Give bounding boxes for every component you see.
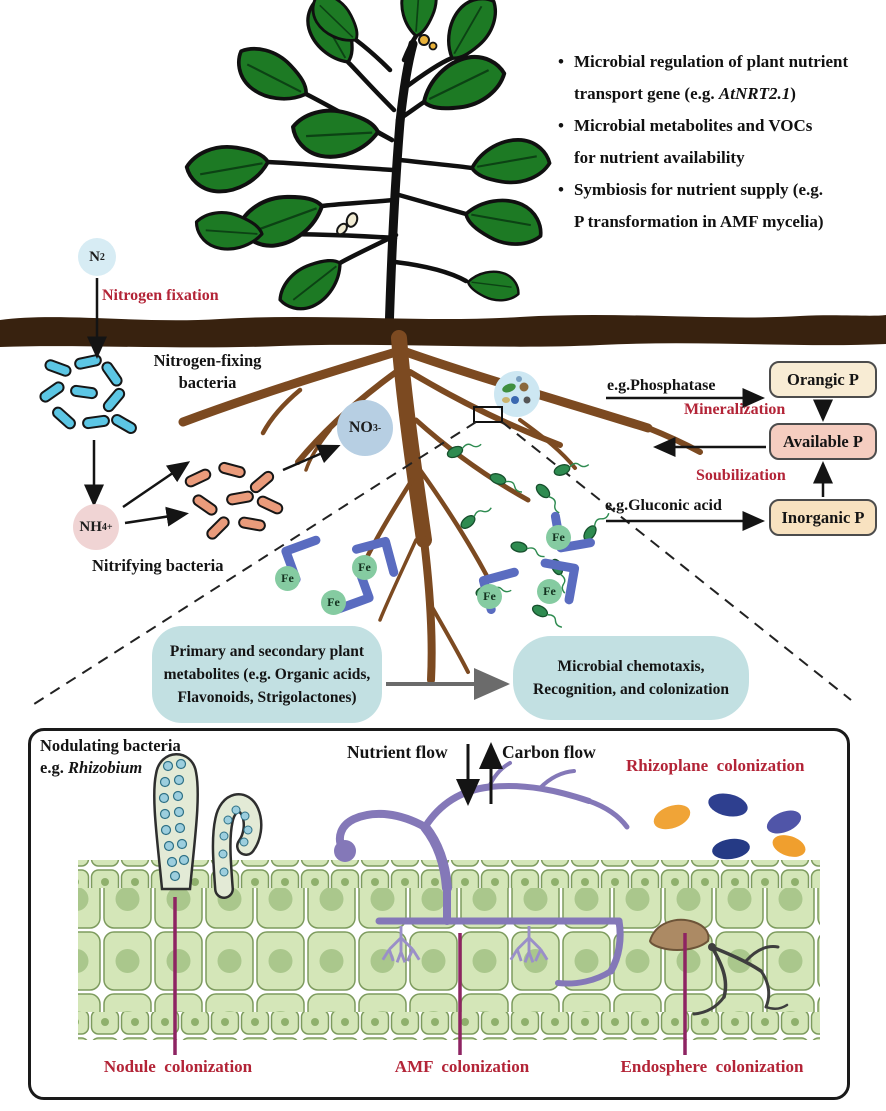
available-p-box: Available P: [769, 423, 877, 460]
phosphorus-cycle-arrows: [606, 388, 833, 531]
bullet-marker: •: [558, 52, 564, 71]
bullet-marker: •: [558, 180, 564, 199]
fe-badge: Fe: [537, 579, 562, 604]
nutrient-flow-label: Nutrient flow: [347, 742, 448, 762]
bullet-text: Symbiosis for nutrient supply (e.g.: [573, 180, 824, 199]
organic-p-box: Orangic P: [769, 361, 877, 398]
colonization-panel: [28, 728, 850, 1100]
nodule-colonization-label: Nodule colonization: [103, 1057, 253, 1076]
nitrifying-bacteria-label: Nitrifying bacteria: [92, 556, 224, 575]
soil-band: [0, 315, 886, 348]
flower-bud-icon: [336, 212, 359, 236]
metabolites-box: Primary and secondary plant metabolites …: [152, 626, 382, 723]
nitrogen-fixing-bacteria-cluster: [37, 353, 139, 436]
bullet-text: P transformation in AMF mycelia): [573, 212, 824, 231]
solubilization-label: Soubilization: [696, 467, 786, 484]
nodulating-bacteria-label: Nodulating bacteria e.g. Rhizobium: [40, 736, 181, 778]
amf-spore: [334, 840, 356, 862]
fe-badge: Fe: [352, 555, 377, 580]
nitrogen-fixing-bacteria-label: Nitrogen-fixing bacteria: [153, 351, 262, 393]
gluconic-acid-label: e.g.Gluconic acid: [605, 497, 722, 514]
bullet-item: • Microbial regulation of plant nutrient…: [558, 46, 886, 110]
rhizoplane-microbes: [653, 793, 806, 860]
bullet-text: Microbial metabolites and VOCs: [573, 116, 813, 135]
root-nodule: [153, 753, 199, 891]
bullet-item: • Microbial metabolites and VOCs for nut…: [558, 110, 886, 174]
fe-badge: Fe: [321, 590, 346, 615]
fe-badge: Fe: [546, 525, 571, 550]
bullet-item: • Symbiosis for nutrient supply (e.g. P …: [558, 174, 886, 238]
fe-badge: Fe: [275, 566, 300, 591]
carbon-flow-label: Carbon flow: [502, 742, 596, 762]
bullet-text: for nutrient availability: [573, 148, 745, 167]
fe-badge: Fe: [477, 584, 502, 609]
flower-icon: [418, 34, 438, 51]
bullet-marker: •: [558, 116, 564, 135]
infection-thread: [211, 793, 263, 899]
amf-hyphae: [335, 761, 630, 987]
nitrogen-cycle-arrows: [84, 278, 341, 527]
bullet-text: Microbial regulation of plant nutrient: [573, 52, 849, 71]
bullet-text: transport gene (e.g. AtNRT2.1): [573, 84, 796, 103]
microbial-consortium-circle: [494, 371, 540, 417]
plant-illustration: [184, 0, 553, 339]
nitrogen-fixation-label: Nitrogen fixation: [102, 287, 219, 304]
inorganic-p-box: Inorganic P: [769, 499, 877, 536]
mineralization-label: Mineralization: [684, 401, 786, 418]
nitrifying-bacteria-cluster: [183, 460, 285, 542]
endosphere-colonization-label: Endosphere colonization: [620, 1057, 804, 1076]
amf-colonization-label: AMF colonization: [394, 1057, 530, 1076]
phosphatase-label: e.g.Phosphatase: [607, 377, 716, 394]
magnification-dashed-lines: [30, 421, 852, 707]
chemotaxis-box: Microbial chemotaxis, Recognition, and c…: [513, 636, 749, 720]
rhizoplane-colonization-label: Rhizoplane colonization: [626, 756, 805, 775]
bullet-list: • Microbial regulation of plant nutrient…: [558, 46, 886, 238]
root-system: [178, 330, 703, 684]
endophytic-fungus: [648, 918, 789, 1016]
zoom-region-rect: [473, 406, 503, 423]
